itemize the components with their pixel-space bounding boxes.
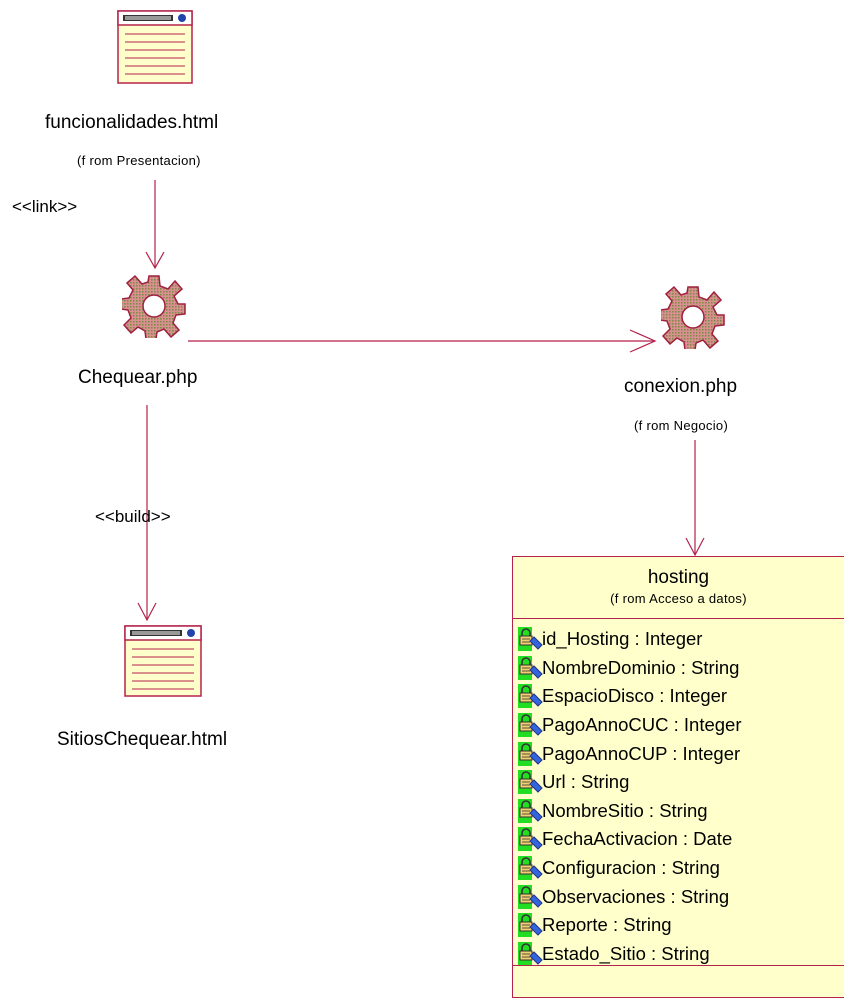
attribute-row: PagoAnnoCUC : Integer: [518, 711, 844, 740]
link-arrowhead: [145, 251, 165, 270]
attribute-text: FechaActivacion : Date: [542, 828, 733, 850]
attribute-row: Configuracion : String: [518, 854, 844, 883]
attribute-text: Reporte : String: [542, 914, 672, 936]
funcionalidades-from: (f rom Presentacion): [77, 153, 201, 168]
attribute-text: Estado_Sitio : String: [542, 942, 710, 964]
private-attribute-icon: [518, 913, 548, 938]
attribute-row: Reporte : String: [518, 911, 844, 940]
private-attribute-icon: [518, 884, 548, 909]
page-icon: [124, 625, 202, 702]
attribute-text: EspacioDisco : Integer: [542, 685, 728, 707]
build-arrowhead: [137, 602, 157, 622]
attribute-text: PagoAnnoCUC : Integer: [542, 714, 742, 736]
sitios-label: SitiosChequear.html: [57, 729, 228, 750]
private-attribute-icon: [518, 627, 548, 652]
conexion-from: (f rom Negocio): [634, 418, 729, 433]
private-attribute-icon: [518, 741, 548, 766]
attribute-row: Estado_Sitio : String: [518, 940, 844, 969]
conexion-label: conexion.php: [624, 376, 738, 397]
build-stereotype: <<build>>: [95, 507, 171, 526]
private-attribute-icon: [518, 655, 548, 680]
attribute-text: PagoAnnoCUP : Integer: [542, 742, 741, 764]
attribute-row: NombreSitio : String: [518, 797, 844, 826]
private-attribute-icon: [518, 856, 548, 881]
private-attribute-icon: [518, 798, 548, 823]
private-attribute-icon: [518, 941, 548, 966]
hosting-arrowhead: [685, 537, 705, 557]
private-attribute-icon: [518, 713, 548, 738]
funcionalidades-label: funcionalidades.html: [45, 112, 219, 133]
attribute-text: NombreDominio : String: [542, 656, 740, 678]
attribute-text: id_Hosting : Integer: [542, 628, 703, 650]
attribute-row: PagoAnnoCUP : Integer: [518, 739, 844, 768]
hosting-class: hosting (f rom Acceso a datos) id_Hostin…: [512, 556, 844, 998]
private-attribute-icon: [518, 770, 548, 795]
link-stereotype: <<link>>: [12, 197, 78, 216]
page-icon: [117, 10, 193, 89]
attribute-row: NombreDominio : String: [518, 654, 844, 683]
attribute-row: id_Hosting : Integer: [518, 625, 844, 654]
private-attribute-icon: [518, 827, 548, 852]
attribute-text: Observaciones : String: [542, 885, 730, 907]
attribute-text: Configuracion : String: [542, 857, 720, 879]
class-name: hosting: [647, 567, 710, 588]
gear-icon: [120, 274, 186, 343]
class-from: (f rom Acceso a datos): [610, 591, 747, 606]
chequear-label: Chequear.php: [78, 367, 198, 388]
association-arrowhead: [629, 329, 657, 353]
operations-separator: [513, 965, 844, 966]
attribute-text: NombreSitio : String: [542, 799, 708, 821]
attribute-row: FechaActivacion : Date: [518, 825, 844, 854]
attribute-row: EspacioDisco : Integer: [518, 682, 844, 711]
attribute-text: Url : String: [542, 771, 630, 793]
gear-icon: [659, 285, 725, 354]
attribute-row: Url : String: [518, 768, 844, 797]
class-header: hosting (f rom Acceso a datos): [513, 557, 844, 619]
private-attribute-icon: [518, 684, 548, 709]
attribute-row: Observaciones : String: [518, 882, 844, 911]
